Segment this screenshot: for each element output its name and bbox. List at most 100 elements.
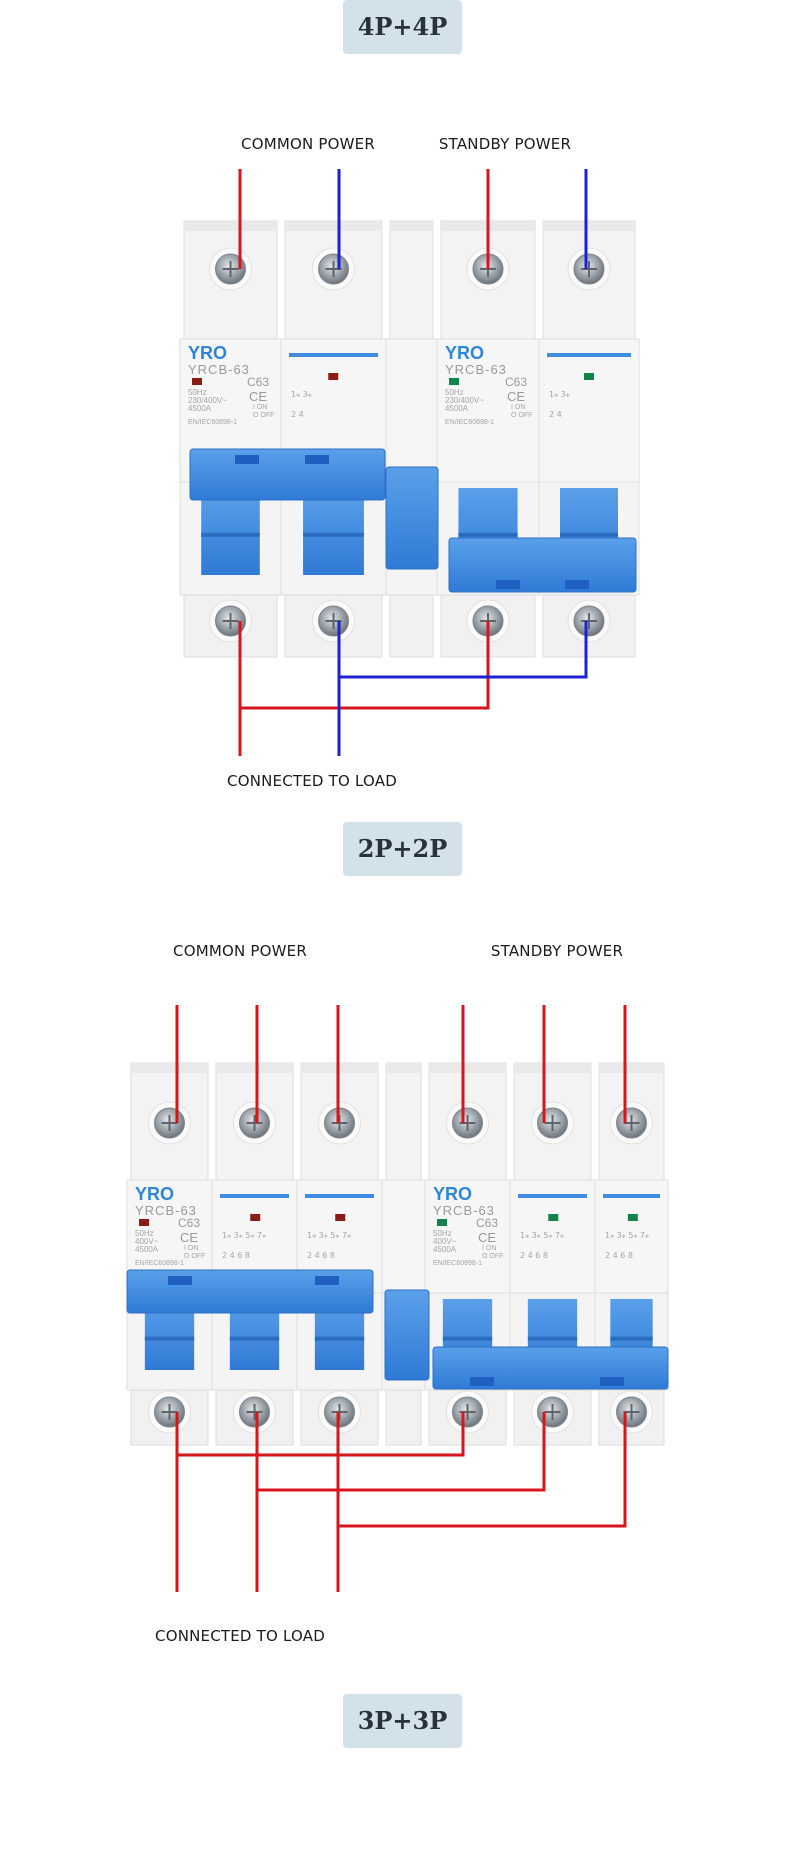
status-indicator	[437, 1219, 447, 1226]
on-mark: I ON	[253, 404, 267, 411]
model-text: YRCB-63	[188, 362, 250, 377]
screw-slot	[161, 1115, 178, 1131]
ce-mark: CE	[507, 389, 525, 404]
handle-tie-bar	[189, 448, 386, 501]
standard-text: EN/IEC60898-1	[188, 419, 237, 426]
pole-stripe	[289, 353, 378, 357]
terminal-numbers-top: 1⁎ 3⁎	[291, 390, 312, 399]
toggle-ridge	[144, 1336, 195, 1341]
status-indicator	[250, 1214, 261, 1221]
terminal-cap	[216, 1063, 293, 1073]
off-mark: O OFF	[253, 412, 274, 419]
handle-tie-bar	[448, 537, 637, 593]
terminal-numbers-bottom: 2 4	[291, 410, 304, 419]
terminal-numbers-top: 1⁎ 3⁎ 5⁎ 7⁎	[520, 1231, 564, 1240]
breaker-module-gap	[381, 1062, 426, 1446]
tie-bar-slot	[496, 580, 520, 589]
screw-slot	[161, 1404, 178, 1420]
tie-bar-slot	[600, 1377, 624, 1386]
tie-bar-slot	[565, 580, 589, 589]
screw-slot	[222, 261, 239, 277]
breaker-module-pole: 1⁎ 3⁎ 5⁎ 7⁎ 2 4 6 8	[211, 1062, 298, 1446]
off-mark: O OFF	[482, 1253, 503, 1260]
ce-mark: CE	[180, 1230, 198, 1245]
terminal-cap	[184, 221, 277, 231]
terminal-numbers-bottom: 2 4 6 8	[307, 1251, 335, 1260]
neutral-wire	[337, 621, 588, 756]
status-indicator	[584, 373, 594, 380]
screw-slot	[544, 1115, 561, 1131]
terminal-numbers-bottom: 2 4 6 8	[222, 1251, 250, 1260]
breaker-module-pole: 1⁎ 3⁎ 2 4	[280, 220, 387, 658]
ce-mark: CE	[478, 1230, 496, 1245]
common-power-label: COMMON POWER	[241, 135, 375, 153]
terminal-numbers-top: 1⁎ 3⁎ 5⁎ 7⁎	[307, 1231, 351, 1240]
voltage-text: 400V~	[135, 1237, 159, 1246]
terminal-cap	[386, 1063, 421, 1073]
standard-text: EN/IEC60898-1	[135, 1260, 184, 1267]
terminal-cap	[514, 1063, 591, 1073]
screw-slot	[222, 613, 239, 629]
on-mark: I ON	[184, 1245, 198, 1252]
toggle-ridge	[560, 532, 618, 537]
brand-logo: YRO	[135, 1184, 174, 1204]
top-terminal-block	[389, 220, 434, 340]
screw-slot	[581, 613, 597, 629]
pole-stripe	[603, 1194, 660, 1198]
screw-slot	[246, 1404, 263, 1420]
label-panel	[381, 1179, 426, 1294]
top-terminal-block	[215, 1062, 294, 1181]
standard-text: EN/IEC60898-1	[445, 419, 494, 426]
standard-text: EN/IEC60898-1	[433, 1260, 482, 1267]
model-text: YRCB-63	[135, 1203, 197, 1218]
terminal-numbers-top: 1⁎ 3⁎ 5⁎ 7⁎	[222, 1231, 266, 1240]
model-text: YRCB-63	[445, 362, 507, 377]
standby-power-label: STANDBY POWER	[438, 135, 572, 153]
brand-logo: YRO	[445, 343, 484, 363]
freq-text: 50Hz	[188, 388, 207, 397]
rating-text: C63	[476, 1216, 498, 1230]
on-mark: I ON	[482, 1245, 496, 1252]
live-wire	[238, 621, 490, 756]
label-panel	[538, 338, 640, 483]
off-mark: O OFF	[184, 1253, 205, 1260]
label-panel	[424, 1179, 511, 1294]
top-terminal-block	[428, 1062, 507, 1181]
terminal-numbers-bottom: 2 4 6 8	[520, 1251, 548, 1260]
screw-slot	[581, 261, 597, 277]
rating-text: C63	[505, 375, 527, 389]
voltage-text: 230/400V~	[445, 396, 484, 405]
terminal-cap	[390, 221, 433, 231]
terminal-cap	[599, 1063, 664, 1073]
live-wire	[255, 1412, 546, 1592]
terminal-numbers-top: 1⁎ 3⁎	[549, 390, 570, 399]
label-panel	[385, 338, 438, 483]
tie-bar-slot	[315, 1276, 339, 1285]
status-indicator	[192, 378, 202, 385]
toggle-ridge	[442, 1336, 493, 1341]
common-power-label: COMMON POWER	[173, 942, 307, 960]
connected-to-load-label: CONNECTED TO LOAD	[155, 1627, 325, 1645]
terminal-cap	[131, 1063, 208, 1073]
off-mark: O OFF	[511, 412, 532, 419]
pole-stripe	[547, 353, 631, 357]
screw-slot	[246, 1115, 263, 1131]
top-terminal-block	[385, 1062, 422, 1181]
freq-text: 50Hz	[445, 388, 464, 397]
toggle-ridge	[458, 532, 518, 537]
rating-text: C63	[247, 375, 269, 389]
voltage-text: 400V~	[433, 1237, 457, 1246]
terminal-cap	[285, 221, 382, 231]
terminal-numbers-bottom: 2 4	[549, 410, 562, 419]
breaker-module-gap	[385, 220, 438, 658]
freq-text: 50Hz	[135, 1229, 154, 1238]
live-wire	[175, 1412, 465, 1592]
voltage-text: 230/400V~	[188, 396, 227, 405]
status-indicator	[139, 1219, 149, 1226]
badge-4p4p: 4P+4P	[343, 0, 462, 54]
label-panel	[509, 1179, 596, 1294]
connected-to-load-label: CONNECTED TO LOAD	[227, 772, 397, 790]
